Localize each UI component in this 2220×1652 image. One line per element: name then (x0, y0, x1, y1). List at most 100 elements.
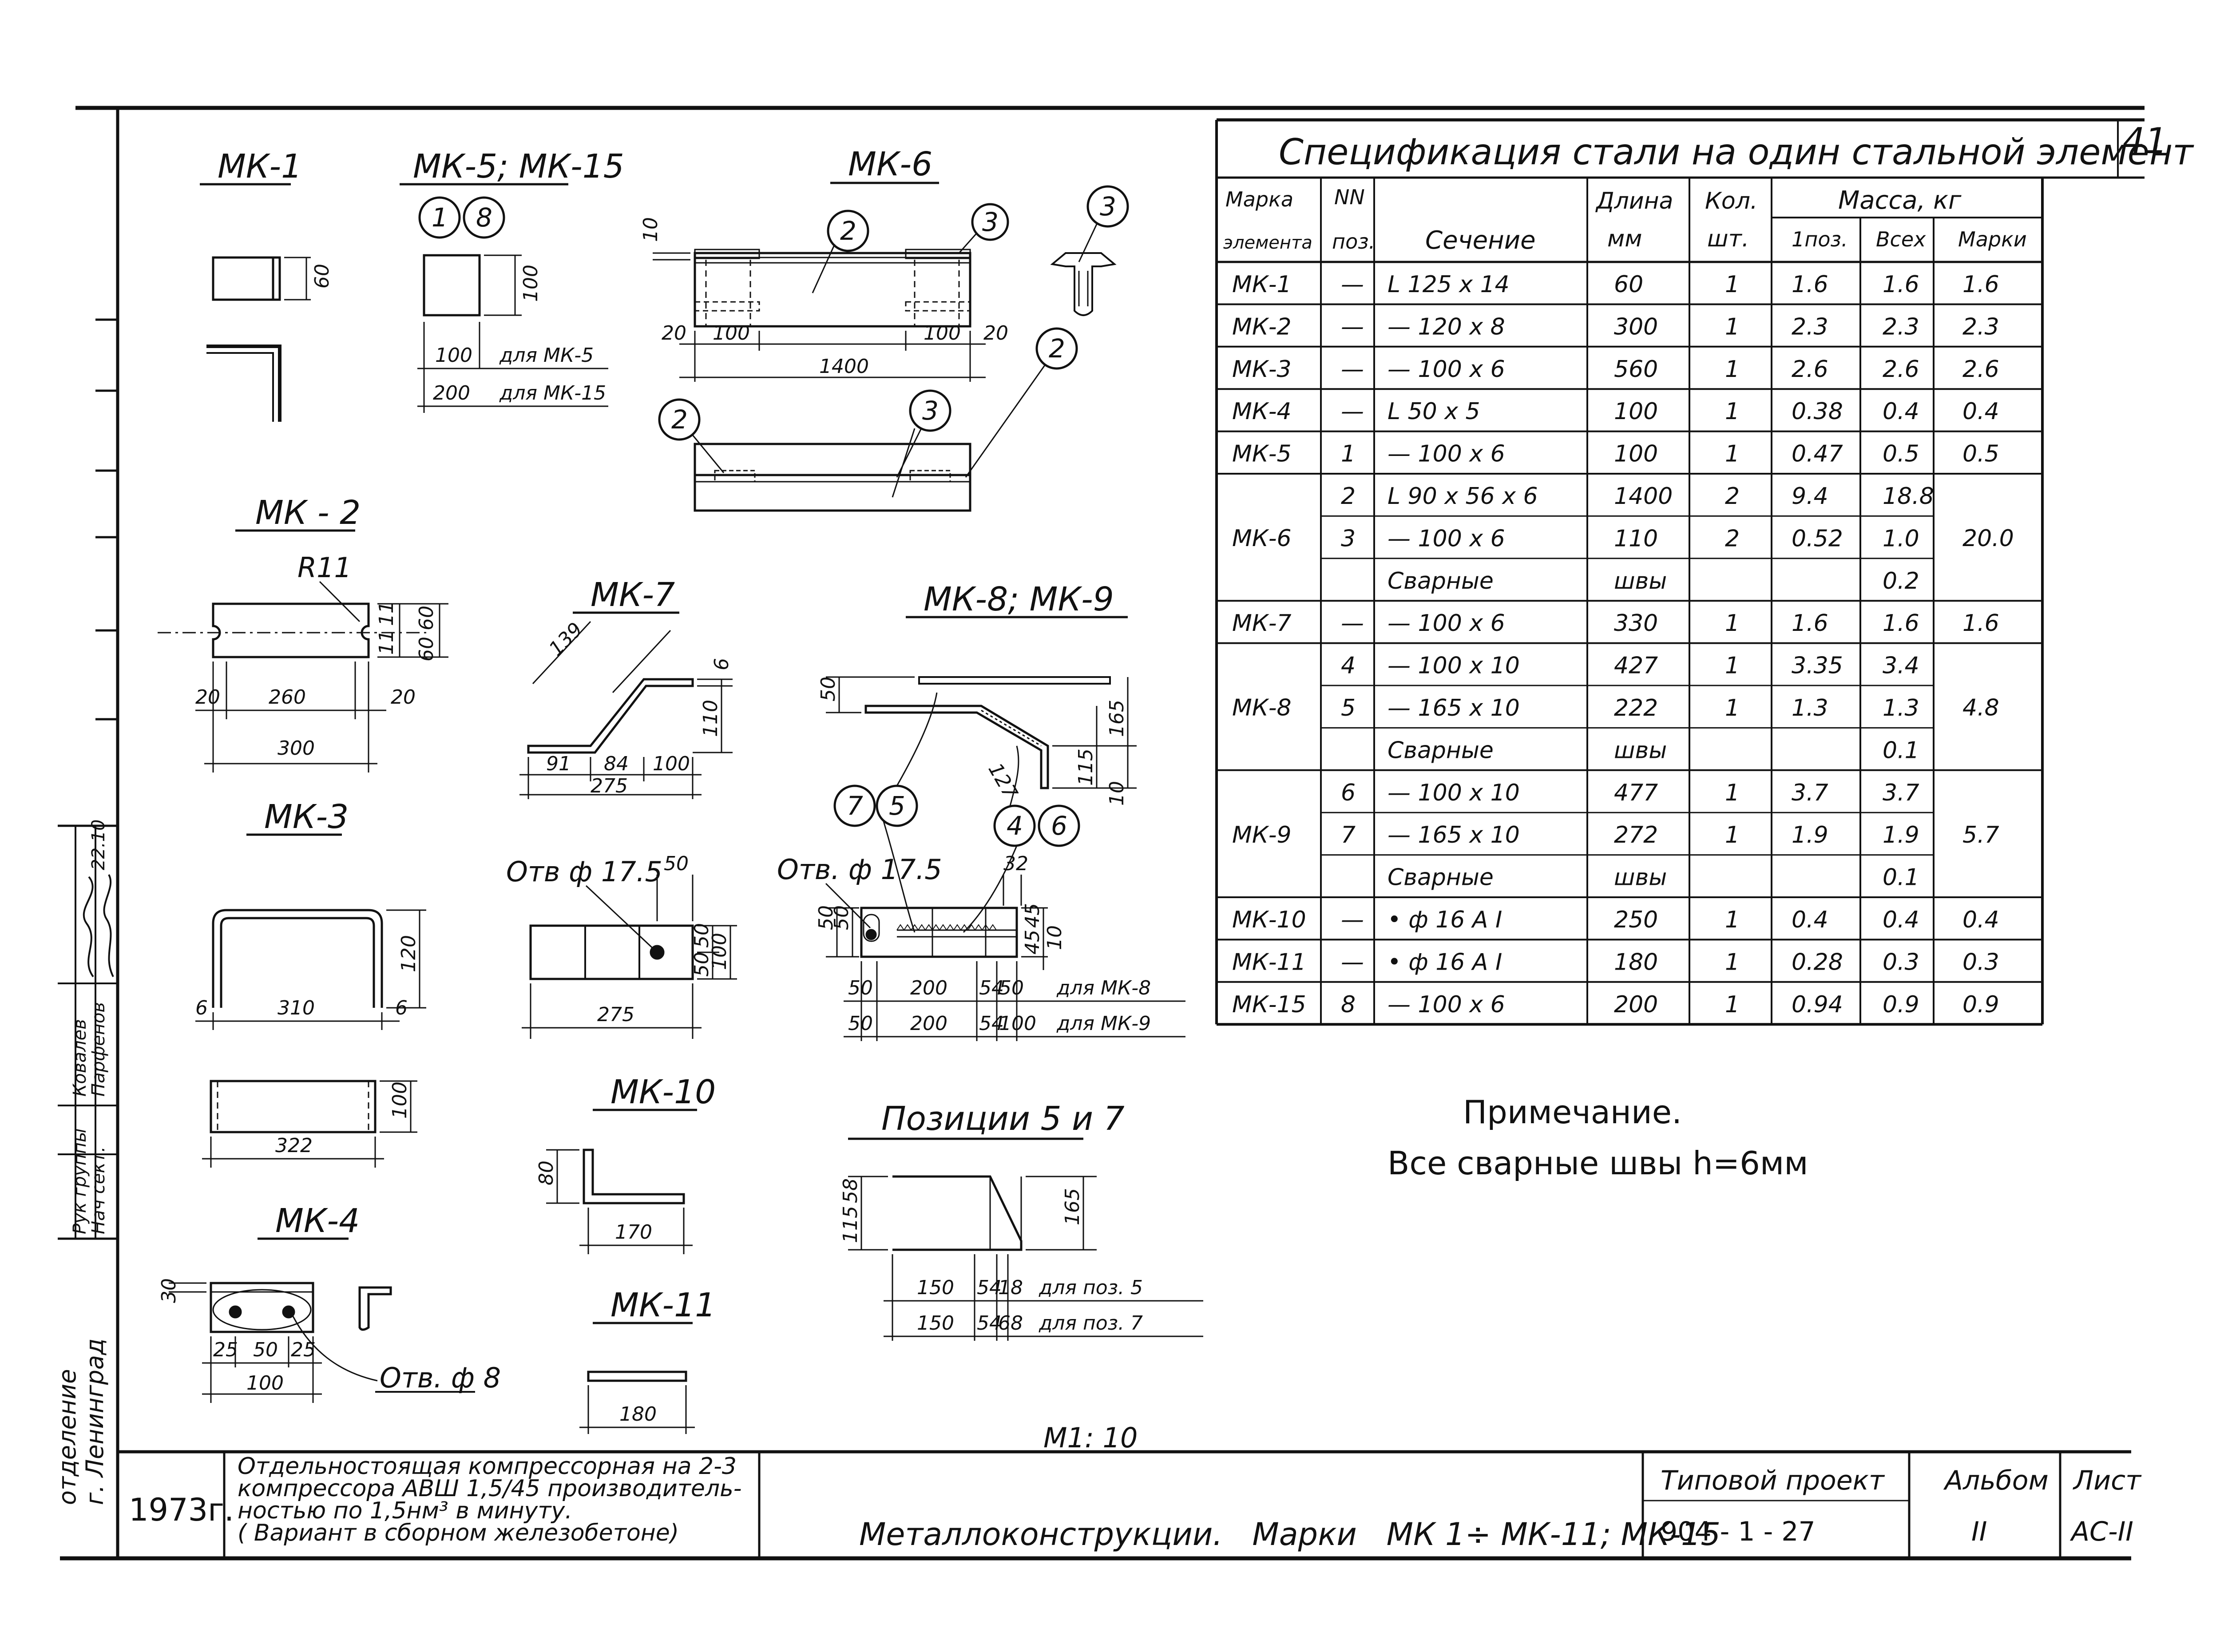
cell-pos: 5 (1341, 695, 1356, 721)
cell-mass-one: 1.6 (1792, 271, 1828, 298)
mk2-dim-11a: 11 (375, 601, 398, 626)
hdr-length-1: Длина (1595, 188, 1673, 214)
cell-mark: МК-7 (1232, 610, 1292, 637)
cell-mass-one: 2.6 (1792, 356, 1828, 383)
cell-section: L 50 x 5 (1388, 398, 1480, 425)
cell-qty: 1 (1725, 780, 1740, 806)
cell-mass-all: 1.6 (1883, 610, 1919, 637)
hdr-qty-1: Кол. (1705, 188, 1758, 214)
cell-pos: — (1341, 610, 1364, 637)
plate-hole-dim-50a: 50 (690, 923, 713, 948)
drawing-mk4: МК-4 30 25 50 25 100 Отв. ф 8 (158, 1202, 501, 1403)
mk3-dim-322: 322 (275, 1134, 313, 1157)
cell-mass-one: 1.9 (1792, 822, 1828, 848)
cell-qty: 1 (1725, 653, 1740, 679)
cell-length: 110 (1614, 525, 1658, 552)
cell-length: 100 (1614, 441, 1658, 467)
cell-mark: МК-6 (1232, 525, 1292, 552)
org-city: г. Ленинград (81, 1339, 109, 1505)
approval-date: 22.10 (88, 819, 109, 870)
cell-section: — 100 x 6 (1388, 441, 1505, 467)
drawing-mk6: МК-6 2 3 10 20 100 100 20 1400 (639, 145, 1129, 512)
pos57-dim-54a: 54 (977, 1276, 1002, 1299)
cell-length: 300 (1614, 313, 1658, 340)
cell-length: швы (1614, 737, 1667, 764)
pos57-label: Позиции 5 и 7 (881, 1100, 1125, 1138)
cell-qty: 1 (1725, 822, 1740, 848)
drawing-mk10: МК-10 80 170 (535, 1073, 716, 1254)
mk6-dim-100-right: 100 (924, 322, 961, 345)
cell-section: Сварные (1388, 568, 1494, 594)
cell-mass-mark: 0.9 (1962, 991, 1999, 1018)
drawing-mk2: МК - 2 R11 11 11 60 60 20 260 20 300 (158, 494, 448, 773)
mk4-dim-50: 50 (253, 1339, 278, 1361)
mk7-dim-91: 91 (546, 753, 571, 775)
mk8-9-dim-50-r2: 50 (848, 1012, 873, 1035)
cell-mass-mark: 2.3 (1962, 313, 1999, 340)
cell-qty: 1 (1725, 313, 1740, 340)
cell-mass-all: 2.3 (1883, 313, 1919, 340)
mk2-label: МК - 2 (255, 494, 361, 532)
tb-sheet-label: Лист (2073, 1465, 2142, 1496)
mk7-dim-6: 6 (710, 658, 733, 670)
mk7-label: МК-7 (591, 576, 675, 614)
cell-mass-all: 0.5 (1883, 441, 1919, 467)
plate-hole-dim-50-top: 50 (664, 852, 689, 875)
drawing-plate-hole: Отв ф 17.5 50 50 50 100 275 (506, 852, 737, 1039)
cell-length: 222 (1614, 695, 1658, 721)
cell-qty: 1 (1725, 610, 1740, 637)
mk8-9-dim-10: 10 (1106, 781, 1128, 806)
mk7-dim-110: 110 (699, 700, 722, 737)
mk8-9-dim-10b: 10 (1043, 925, 1066, 950)
mk5-15-dim-100-v: 100 (519, 265, 542, 302)
mk2-dim-60b: 60 (415, 637, 438, 662)
cell-mass-mark: 1.6 (1962, 610, 1999, 637)
cell-mass-all: 0.3 (1883, 949, 1919, 975)
cell-mark: МК-4 (1232, 398, 1292, 425)
mk8-9-circle-4: 4 (1007, 811, 1023, 841)
mk2-dim-20-right: 20 (391, 686, 416, 709)
mk8-9-dim-32: 32 (1003, 852, 1028, 875)
cell-length: 427 (1614, 653, 1658, 679)
pos57-dim-150a: 150 (917, 1276, 954, 1299)
spec-grid (1215, 118, 2145, 1026)
cell-mass-all: 1.3 (1883, 695, 1919, 721)
cell-mark: МК-1 (1232, 271, 1292, 298)
mk8-9-dim-45b: 45 (1021, 930, 1044, 955)
mk3-label: МК-3 (264, 798, 349, 836)
pos57-dim-115: 115 (839, 1206, 862, 1243)
mk6-dim-20-left: 20 (662, 322, 686, 345)
signature-1 (83, 876, 94, 978)
pos57-dim-54b: 54 (977, 1312, 1002, 1335)
spec-title: Спецификация стали на один стальной элем… (1279, 131, 2194, 173)
pos57-dim-18: 18 (998, 1276, 1023, 1299)
mk1-label: МК-1 (218, 147, 302, 186)
mk1-dim-60: 60 (311, 264, 333, 289)
cell-pos: 6 (1341, 780, 1356, 806)
role-group-lead: Рук группы (70, 1128, 90, 1234)
mk6-dim-100-left: 100 (713, 322, 750, 345)
cell-mass-all: 0.1 (1883, 737, 1919, 764)
hdr-pos-1: NN (1334, 185, 1365, 209)
cell-length: 100 (1614, 398, 1658, 425)
cell-length: 200 (1614, 991, 1658, 1018)
mk7-dim-84: 84 (604, 753, 629, 775)
cell-length: 60 (1614, 271, 1643, 298)
cell-mass-mark: 2.6 (1962, 356, 1999, 383)
cell-qty: 2 (1725, 525, 1740, 552)
note-block: Примечание. Все сварные швы h=6мм (1388, 1093, 1808, 1182)
cell-length: 272 (1614, 822, 1658, 848)
cell-mass-mark: 20.0 (1962, 525, 2014, 552)
pos57-dim-58: 58 (839, 1178, 862, 1203)
cell-mass-all: 0.1 (1883, 864, 1919, 891)
cell-qty: 1 (1725, 441, 1740, 467)
cell-section: • ф 16 A I (1388, 949, 1502, 975)
cell-section: — 165 x 10 (1388, 695, 1520, 721)
mk4-label: МК-4 (275, 1202, 360, 1240)
mk6-circle-3a: 3 (982, 207, 999, 237)
title-block (223, 1452, 2061, 1558)
cell-section: — 100 x 6 (1388, 610, 1505, 637)
mk2-dim-60a: 60 (415, 606, 438, 630)
mk3-dim-120: 120 (397, 935, 420, 972)
